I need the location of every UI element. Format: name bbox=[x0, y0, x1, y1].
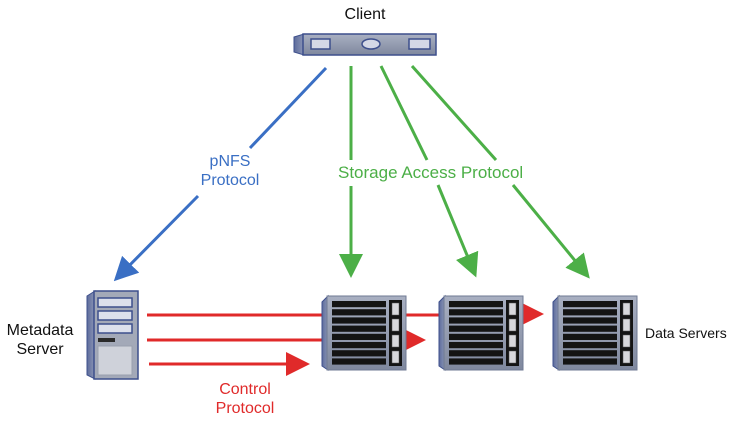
drive-slot-light bbox=[622, 318, 631, 332]
drive-bay bbox=[332, 317, 386, 324]
drive-bay bbox=[332, 309, 386, 316]
drive-slot-light bbox=[622, 334, 631, 348]
client-slot-right-icon bbox=[408, 38, 431, 50]
pnfs-protocol-edge bbox=[113, 66, 328, 282]
drive-bay bbox=[449, 342, 503, 349]
data-server-1[interactable] bbox=[321, 294, 407, 371]
storage-access-protocol-label: Storage Access Protocol bbox=[338, 163, 524, 182]
data-servers-label: Data Servers bbox=[645, 325, 727, 341]
drive-bay bbox=[449, 301, 503, 308]
data-server-side-panel bbox=[506, 300, 519, 366]
drive-bay bbox=[563, 309, 617, 316]
client-button-icon bbox=[361, 38, 381, 50]
drive-bay bbox=[332, 325, 386, 332]
storage-arrow-2-lower bbox=[436, 184, 479, 278]
drive-bay bbox=[449, 350, 503, 357]
metadata-indicator bbox=[98, 338, 115, 342]
drive-bay bbox=[563, 325, 617, 332]
storage-arrow-3-lower bbox=[511, 184, 590, 279]
control-label-line2: Protocol bbox=[215, 400, 275, 417]
drive-slot-light bbox=[622, 350, 631, 364]
drive-bay bbox=[332, 342, 386, 349]
metadata-server-label-line1: Metadata bbox=[6, 322, 74, 339]
drive-slot-light bbox=[391, 302, 400, 316]
metadata-server-label: Metadata Server bbox=[0, 321, 80, 359]
drive-slot-light bbox=[391, 350, 400, 364]
drive-bay bbox=[563, 301, 617, 308]
drive-bay bbox=[449, 333, 503, 340]
data-server-side-panel bbox=[620, 300, 633, 366]
drive-bay bbox=[563, 358, 617, 365]
drive-slot-light bbox=[508, 350, 517, 364]
metadata-drive-bay-3 bbox=[97, 323, 133, 334]
storage-arrow-2-upper bbox=[379, 65, 429, 161]
drive-bay bbox=[563, 333, 617, 340]
drive-slot-light bbox=[391, 318, 400, 332]
storage-arrow-3-upper bbox=[410, 65, 498, 161]
data-server-2[interactable] bbox=[438, 294, 524, 371]
control-protocol-label: Control Protocol bbox=[195, 380, 295, 418]
drive-bay bbox=[563, 342, 617, 349]
pnfs-label-line2: Protocol bbox=[200, 172, 260, 189]
pnfs-protocol-label: pNFS Protocol bbox=[185, 152, 275, 190]
drive-bay bbox=[332, 301, 386, 308]
data-server-side-panel bbox=[389, 300, 402, 366]
drive-slot-light bbox=[508, 302, 517, 316]
metadata-server-label-line2: Server bbox=[16, 341, 64, 358]
drive-slot-light bbox=[508, 334, 517, 348]
metadata-server-device[interactable] bbox=[86, 290, 139, 380]
pnfs-arrow-lower bbox=[113, 194, 200, 282]
data-servers-group bbox=[321, 294, 638, 371]
drive-bay bbox=[449, 317, 503, 324]
drive-bay bbox=[563, 350, 617, 357]
drive-bay bbox=[332, 358, 386, 365]
metadata-drive-bay-2 bbox=[97, 310, 133, 321]
drive-slot-light bbox=[508, 318, 517, 332]
drive-bay bbox=[449, 309, 503, 316]
drive-bay bbox=[563, 317, 617, 324]
pnfs-arrow-upper bbox=[248, 66, 328, 150]
drive-bay bbox=[332, 333, 386, 340]
client-label: Client bbox=[344, 6, 386, 23]
pnfs-label-line1: pNFS bbox=[209, 153, 251, 170]
metadata-drive-bay-1 bbox=[97, 297, 133, 308]
drive-bay bbox=[449, 358, 503, 365]
storage-access-edges bbox=[339, 65, 590, 279]
client-device[interactable] bbox=[293, 33, 437, 56]
data-server-3[interactable] bbox=[552, 294, 638, 371]
drive-slot-light bbox=[391, 334, 400, 348]
control-label-line1: Control bbox=[219, 381, 271, 398]
drive-bay bbox=[449, 325, 503, 332]
metadata-front-panel bbox=[97, 345, 133, 376]
drive-bay bbox=[332, 350, 386, 357]
drive-slot-light bbox=[622, 302, 631, 316]
client-slot-left-icon bbox=[310, 38, 331, 50]
